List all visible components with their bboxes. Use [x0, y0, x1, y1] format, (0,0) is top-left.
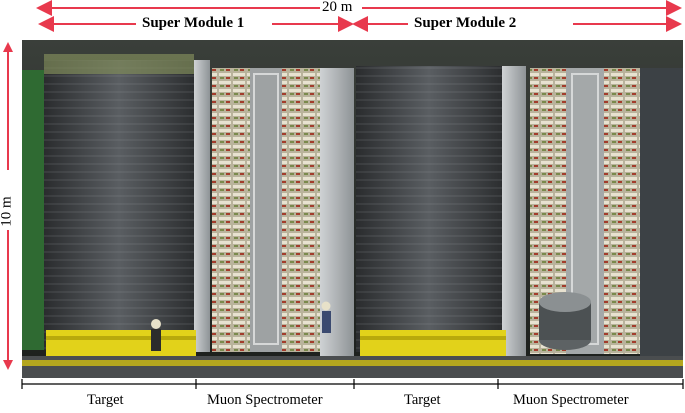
height-label: 10 m [0, 196, 15, 227]
section-label-muon-1: Muon Spectrometer [207, 392, 323, 408]
section-label-target-1: Target [87, 392, 124, 408]
width-label: 20 m [322, 0, 353, 15]
height-arrow [3, 42, 13, 370]
section-label-target-2: Target [404, 392, 441, 408]
module-2-label: Super Module 2 [414, 15, 517, 31]
module-1-label: Super Module 1 [142, 15, 245, 31]
width-arrow [36, 0, 682, 32]
section-divider [21, 379, 684, 389]
detector-photo [22, 40, 683, 378]
section-label-muon-2: Muon Spectrometer [513, 392, 629, 408]
